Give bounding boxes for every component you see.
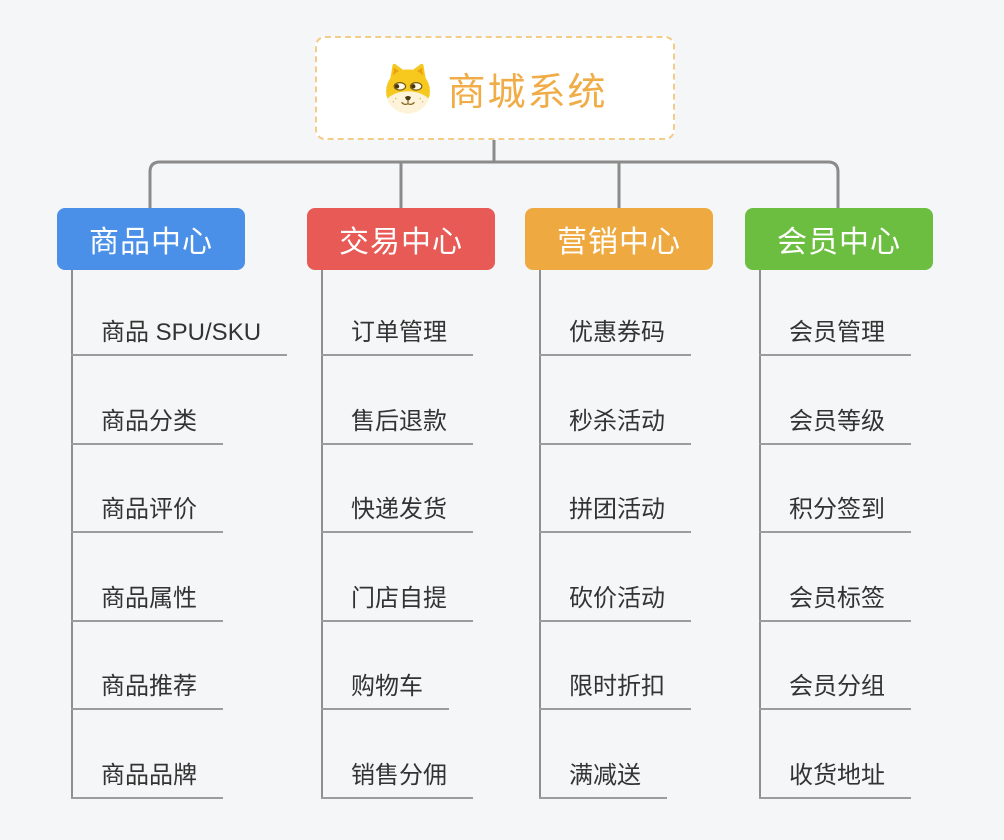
leaf-node[interactable]: 满减送	[539, 761, 667, 799]
dog-face-icon	[382, 62, 434, 114]
branch-bus-line	[148, 160, 840, 208]
leaf-node[interactable]: 秒杀活动	[539, 407, 691, 445]
branch-node-trade[interactable]: 交易中心	[307, 208, 495, 270]
branch-spine-line	[539, 270, 541, 799]
leaf-node[interactable]: 销售分佣	[321, 761, 473, 799]
leaf-node[interactable]: 快递发货	[321, 495, 473, 533]
leaf-node[interactable]: 会员分组	[759, 672, 911, 710]
leaf-node[interactable]: 商品 SPU/SKU	[71, 318, 288, 356]
leaf-node[interactable]: 积分签到	[759, 495, 911, 533]
branch-spine-line	[759, 270, 761, 799]
leaf-node[interactable]: 商品品牌	[71, 761, 223, 799]
leaf-node[interactable]: 优惠券码	[539, 318, 691, 356]
leaf-node[interactable]: 会员等级	[759, 407, 911, 445]
leaf-node[interactable]: 会员管理	[759, 318, 911, 356]
root-title: 商城系统	[447, 71, 608, 114]
leaf-node[interactable]: 商品推荐	[71, 672, 223, 710]
leaf-node[interactable]: 收货地址	[759, 761, 911, 799]
leaf-node[interactable]: 售后退款	[321, 407, 473, 445]
leaf-node[interactable]: 购物车	[321, 672, 449, 710]
branch-node-marketing[interactable]: 营销中心	[525, 208, 713, 270]
leaf-node[interactable]: 订单管理	[321, 318, 473, 356]
leaf-node[interactable]: 商品属性	[71, 584, 223, 622]
leaf-node[interactable]: 商品评价	[71, 495, 223, 533]
leaf-node[interactable]: 会员标签	[759, 584, 911, 622]
leaf-node[interactable]: 商品分类	[71, 407, 223, 445]
branch-node-product[interactable]: 商品中心	[57, 208, 245, 270]
branch-spine-line	[321, 270, 323, 799]
leaf-node[interactable]: 门店自提	[321, 584, 473, 622]
branch-node-member[interactable]: 会员中心	[745, 208, 933, 270]
leaf-node[interactable]: 限时折扣	[539, 672, 691, 710]
leaf-node[interactable]: 砍价活动	[539, 584, 691, 622]
branch-spine-line	[71, 270, 73, 799]
leaf-node[interactable]: 拼团活动	[539, 495, 691, 533]
root-node[interactable]: 商城系统	[315, 36, 675, 140]
